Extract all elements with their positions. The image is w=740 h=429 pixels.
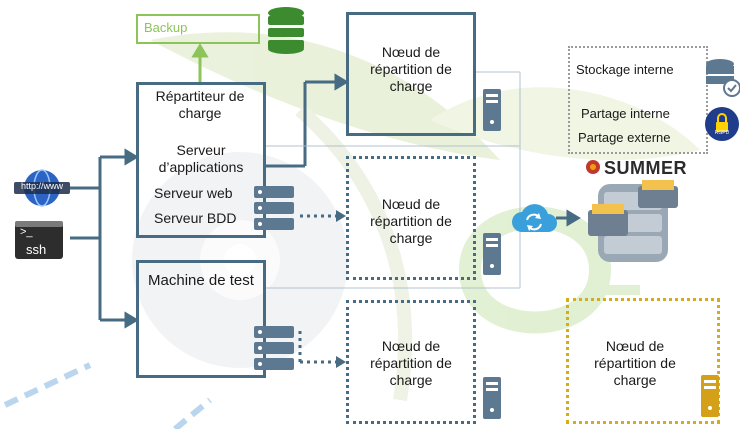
db-server-label: Serveur BDD [154,210,237,226]
internal-storage-label: Stockage interne [576,62,674,77]
ssh-prompt: >_ [20,226,33,238]
summer-logo-icon [586,160,600,174]
load-balancer-middle [346,156,476,280]
dashed-decoration [3,362,212,429]
globe-icon [14,169,70,207]
server-tower-icon [483,377,501,419]
app-server-box [136,82,266,238]
backup-label: Backup [144,20,188,35]
shield-lock-icon [705,107,739,141]
lb-top-connector [266,73,349,168]
lb-external-label: Nœud de répartition de charge [594,338,676,388]
backup-box [136,14,260,44]
internal-share-label: Partage interne [581,106,670,121]
server-tower-icon [483,89,501,131]
server-tower-icon [701,375,719,417]
filing-cabinet-icon [588,180,678,262]
external-share-label: Partage externe [578,130,671,145]
load-balancer-external [566,298,720,424]
lb-bottom-label: Nœud de répartition de charge [370,338,452,388]
cloud-sync-icon [512,204,557,232]
storage-database-icon [706,59,740,97]
lb-middle-label: Nœud de répartition de charge [370,196,452,246]
test-machine-box [136,260,266,378]
server-tower-icon [483,233,501,275]
app-server-label: Serveur d’applications [158,142,244,175]
cloud-storage-connector [556,209,581,227]
rgpd-badge-label: RGPD [714,130,730,136]
load-balancer-top [346,12,476,136]
server-rack-icon [254,326,294,370]
lb-dotted-connectors [298,214,338,364]
summer-logo-text: SUMMER [604,158,687,178]
lb-top-label: Nœud de répartition de charge [370,44,452,94]
database-icon [268,7,304,54]
http-label: http://www [20,181,63,191]
load-balancer-bottom [346,300,476,424]
ssh-label: ssh [26,242,47,257]
faint-rails [266,71,521,289]
access-connectors [70,148,139,329]
server-rack-icon [254,186,294,230]
web-server-label: Serveur web [154,185,233,201]
test-machine-label: Machine de test [148,272,254,289]
storage-panel [568,46,708,154]
dispatcher-label: Répartiteur de charge [155,88,245,121]
backup-connector [191,43,209,82]
terminal-icon [15,221,63,259]
